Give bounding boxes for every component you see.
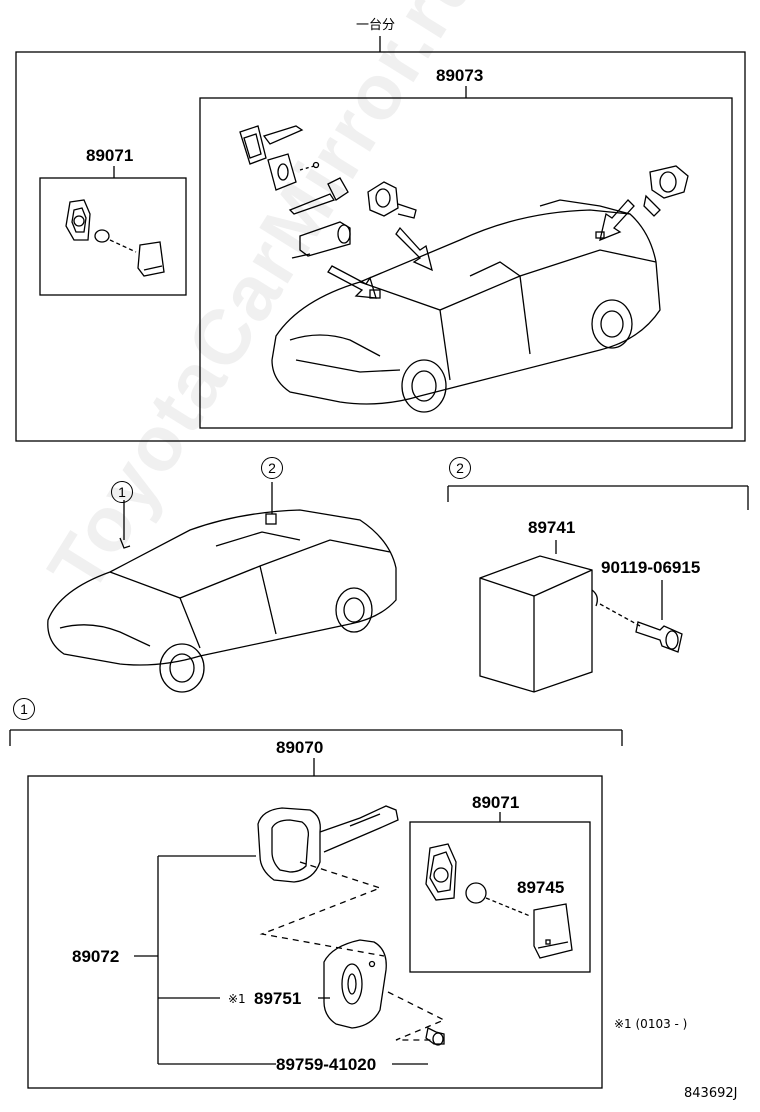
middle-ecu-group (447, 485, 749, 693)
top-keys-drawing (239, 125, 689, 259)
part-89759-41020-label: 89759-41020 (276, 1055, 377, 1074)
part-89070-label: 89070 (276, 738, 324, 757)
bottom-dashed-links (259, 861, 446, 1041)
bottom-leader-lines (134, 855, 428, 1065)
set-label: 一台分 (356, 18, 396, 33)
middle-car-drawing (47, 482, 397, 693)
part-89751-label: 89751 (254, 989, 302, 1008)
bottom-group-bracket (9, 729, 623, 1089)
bottom-transmitter-box (409, 812, 591, 973)
marker-2-header: 2 (449, 457, 471, 479)
plate-note-mark: ※1 (228, 992, 246, 1006)
part-89741-label: 89741 (528, 518, 576, 537)
part-90119-06915-label: 90119-06915 (601, 558, 701, 577)
bottom-key-drawing (257, 805, 445, 1046)
part-89073-label: 89073 (436, 66, 484, 85)
part-89071-top-label: 89071 (86, 146, 134, 165)
part-89745-label: 89745 (517, 878, 565, 897)
top-outer-box (15, 36, 746, 442)
marker-2-car: 2 (261, 457, 283, 479)
diagram-id: 843692J (684, 1086, 738, 1101)
marker-1-header: 1 (13, 698, 35, 720)
top-inner-box-89073 (199, 86, 733, 429)
part-89072-label: 89072 (72, 947, 120, 966)
top-transmitter-box (39, 166, 187, 296)
marker-1-car: 1 (111, 481, 133, 503)
part-89071-bottom-label: 89071 (472, 793, 520, 812)
top-car-drawing (271, 199, 661, 413)
applicability-note: ※1 (0103 - ) (614, 1017, 688, 1031)
top-arrows (327, 199, 635, 299)
